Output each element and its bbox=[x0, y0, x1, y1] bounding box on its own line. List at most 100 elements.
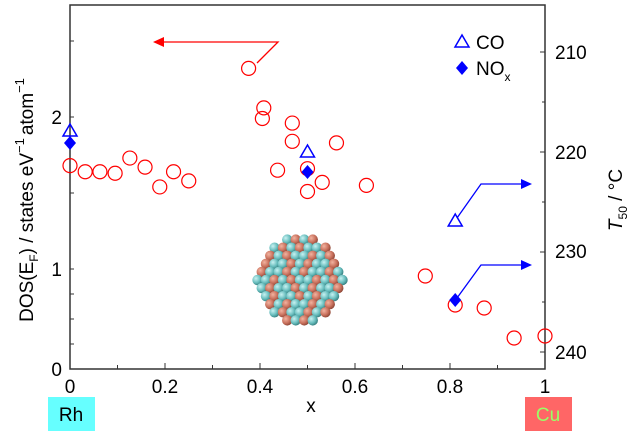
cu-atom bbox=[282, 250, 293, 261]
dos-point bbox=[181, 173, 197, 189]
axis-arrows bbox=[153, 37, 532, 299]
dos-point bbox=[284, 115, 300, 131]
rh-atom bbox=[273, 299, 284, 310]
dos-point bbox=[299, 183, 316, 200]
cu-atom bbox=[277, 242, 289, 253]
nox-point bbox=[64, 136, 76, 150]
rh-atom bbox=[311, 258, 323, 270]
rh-atom bbox=[311, 242, 323, 253]
cu-atom bbox=[282, 299, 293, 310]
cu-atom bbox=[307, 234, 318, 245]
rh-atom bbox=[311, 307, 323, 318]
rh-atom bbox=[277, 274, 289, 286]
legend-label-nox: NOx bbox=[476, 59, 511, 84]
rh-atom bbox=[260, 290, 272, 302]
cu-atom bbox=[324, 250, 335, 261]
rh-atom bbox=[260, 274, 272, 286]
y-right-tick-label: 210 bbox=[555, 43, 587, 64]
dos-point bbox=[328, 135, 345, 151]
cu-label: Cu bbox=[525, 397, 572, 431]
cu-atom bbox=[277, 307, 289, 318]
rh-atom bbox=[269, 258, 280, 270]
rh-atom bbox=[320, 258, 331, 270]
cu-atom bbox=[299, 315, 310, 326]
rh-atom bbox=[294, 274, 306, 286]
cu-atom bbox=[265, 250, 276, 261]
cu-atom bbox=[311, 290, 323, 302]
legend-label-co: CO bbox=[476, 33, 505, 54]
y-right-tick-label: 240 bbox=[555, 343, 587, 364]
cu-atom bbox=[303, 307, 314, 318]
cu-atom bbox=[282, 266, 293, 278]
y-right-tick-label: 230 bbox=[555, 242, 587, 263]
cu-atom bbox=[299, 266, 310, 278]
rh-atom bbox=[324, 282, 335, 294]
dos-point bbox=[152, 179, 168, 195]
rh-label: Rh bbox=[48, 397, 95, 431]
rh-label-bg bbox=[48, 397, 95, 431]
cu-atom bbox=[294, 290, 306, 302]
rh-atom bbox=[256, 282, 267, 294]
axis-ticks bbox=[69, 40, 546, 370]
co-point bbox=[299, 143, 316, 158]
x-tick-label: 0.8 bbox=[437, 377, 463, 398]
rh-atom bbox=[303, 274, 314, 286]
rh-atom bbox=[299, 250, 310, 261]
rh-atom bbox=[294, 307, 306, 318]
dos-point bbox=[537, 328, 553, 344]
dos-point bbox=[92, 164, 108, 180]
rh-atom bbox=[316, 299, 327, 310]
nox-point bbox=[449, 293, 462, 307]
rh-atom bbox=[265, 266, 276, 278]
cu-atom bbox=[328, 258, 340, 270]
legend-co-triangle-icon bbox=[453, 33, 471, 48]
rh-atom bbox=[337, 274, 348, 286]
cu-atom bbox=[320, 242, 331, 253]
dos-point bbox=[241, 60, 257, 76]
arrowhead-left-icon bbox=[153, 37, 164, 47]
x-tick-label: 0.2 bbox=[152, 377, 178, 398]
y-left-tick-label: 2 bbox=[51, 108, 62, 129]
cu-atom bbox=[307, 250, 318, 261]
cu-atom bbox=[265, 299, 276, 310]
arrowhead-right-icon bbox=[521, 179, 532, 189]
rh-atom bbox=[269, 307, 280, 318]
cu-atom bbox=[286, 274, 297, 286]
y-left-tick-label: 0 bbox=[51, 360, 62, 381]
rh-atom bbox=[252, 274, 263, 286]
legend: CO NOx bbox=[453, 33, 511, 84]
rh-atom bbox=[282, 282, 293, 294]
left-axis-arrow bbox=[160, 41, 280, 64]
rh-atom bbox=[328, 290, 340, 302]
dos-point bbox=[254, 110, 270, 127]
cu-atom bbox=[260, 258, 272, 270]
rh-atom bbox=[277, 290, 289, 302]
x-axis-title: x bbox=[306, 396, 316, 417]
cu-label-bg bbox=[525, 397, 572, 431]
rh-atom bbox=[316, 282, 327, 294]
rh-atom bbox=[333, 266, 344, 278]
cu-atom bbox=[282, 315, 293, 326]
rh-atom bbox=[277, 258, 289, 270]
cu-atom bbox=[333, 282, 344, 294]
dos-point bbox=[256, 100, 272, 116]
cu-atom bbox=[320, 307, 331, 318]
nox-point bbox=[301, 165, 314, 179]
x-tick-labels: 0 0.2 0.4 0.6 0.8 1 bbox=[65, 377, 551, 398]
cu-atom bbox=[324, 299, 335, 310]
dos-point bbox=[62, 158, 78, 174]
cu-atom bbox=[269, 290, 280, 302]
cu-atom bbox=[256, 266, 267, 278]
y-left-tick-label: 1 bbox=[51, 260, 62, 281]
rh-atom bbox=[316, 266, 327, 278]
nanoparticle-image bbox=[252, 234, 348, 326]
co-point bbox=[446, 212, 464, 227]
dos-point bbox=[358, 177, 374, 193]
cu-atom bbox=[324, 266, 335, 278]
y-right-axis-title: T50 / °C bbox=[606, 169, 630, 231]
cu-atom bbox=[290, 282, 301, 294]
rh-atom bbox=[290, 299, 301, 310]
rh-atom bbox=[303, 290, 314, 302]
x-tick-label: 0.6 bbox=[342, 377, 368, 398]
y-left-axis-title: DOS(EF) / states eV−1atom−1 bbox=[12, 78, 41, 322]
